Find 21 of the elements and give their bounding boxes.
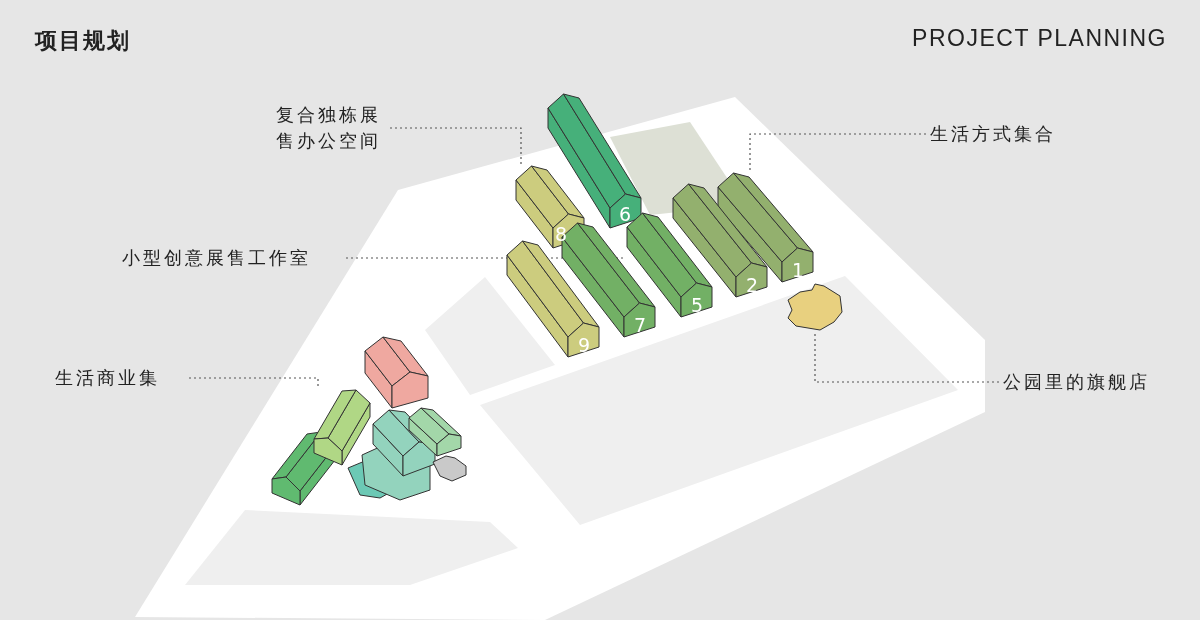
- building-block: [547, 93, 642, 229]
- leader-line: [749, 133, 927, 173]
- callout-label: 小型创意展售工作室: [122, 245, 342, 271]
- building-number: 6: [619, 204, 632, 224]
- building-drawing: [313, 389, 371, 466]
- callout-label: 生活方式集合: [930, 121, 1080, 147]
- building-number: 7: [634, 315, 647, 335]
- building-number: 8: [555, 224, 568, 244]
- building-number: 9: [578, 335, 591, 355]
- building-number: 2: [746, 275, 759, 295]
- heading-label: PROJECT PLANNING: [912, 25, 1167, 52]
- callout-label: 复合独栋展售办公空间: [276, 102, 386, 154]
- building-block: [672, 183, 768, 298]
- building-block: [506, 240, 600, 358]
- leader-line: [389, 127, 522, 166]
- callout-label: 公园里的旗舰店: [1003, 369, 1173, 395]
- building-number: 5: [691, 295, 704, 315]
- title: 项目规划: [35, 27, 131, 55]
- building-number: 1: [792, 260, 805, 280]
- flagship-store-drawing: [787, 283, 843, 331]
- callout-label: 生活商业集: [55, 365, 185, 391]
